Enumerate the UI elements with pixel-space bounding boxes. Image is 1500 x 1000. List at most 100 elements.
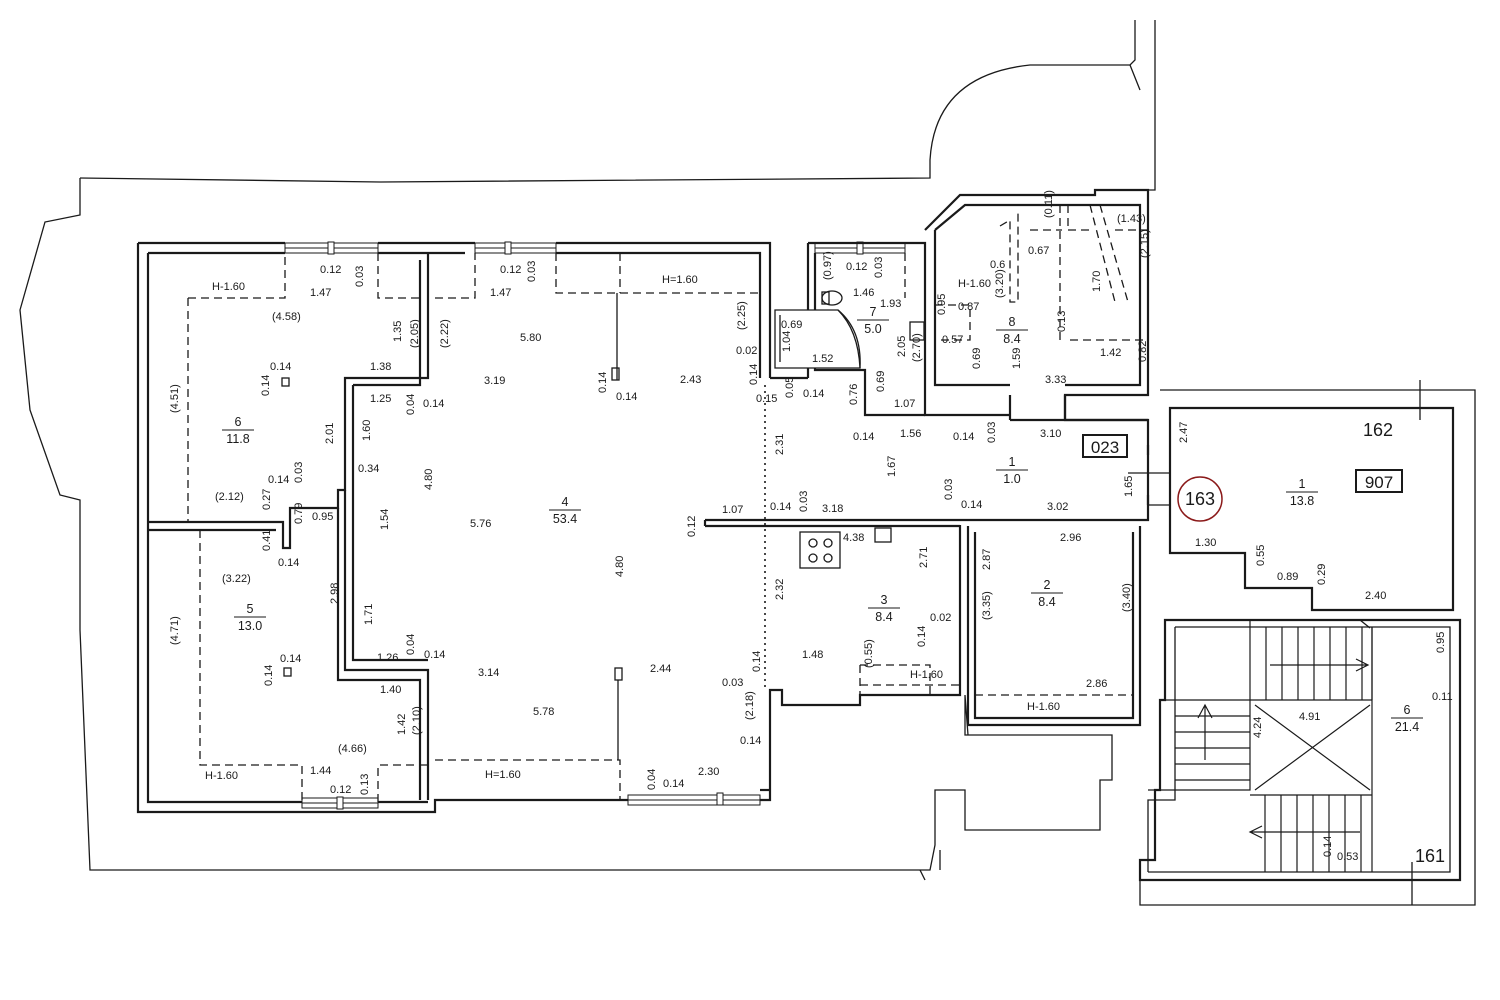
dimension-label: 1.25 [370, 393, 391, 405]
dimension-label: (3.22) [222, 573, 251, 585]
dimension-label: 0.14 [663, 778, 684, 790]
room-number: 5 [247, 602, 254, 616]
dimension-label: 4.91 [1299, 711, 1320, 723]
dimension-label: 2.31 [774, 434, 786, 455]
dimension-label: 0.89 [1277, 571, 1298, 583]
dimension-label: 0.95 [1435, 632, 1447, 653]
room-area: 13.8 [1290, 494, 1314, 508]
dimension-label: 0.14 [853, 431, 874, 443]
room-area: 8.4 [875, 610, 892, 624]
dimension-label: 0.14 [616, 391, 637, 403]
dimension-label: 1.54 [379, 509, 391, 530]
dimension-label: 0.82 [1137, 341, 1149, 362]
dimension-label: 1.42 [396, 714, 408, 735]
room-label-1b: 113.8 [1286, 477, 1318, 508]
dimension-label: 1.44 [310, 765, 331, 777]
dimension-label: 5.78 [533, 706, 554, 718]
dimension-label: (3.20) [994, 269, 1006, 298]
dimension-label: 0.03 [798, 491, 810, 512]
dimension-label: 0.05 [784, 377, 796, 398]
room-number: 1 [1009, 455, 1016, 469]
dimension-label: 0.79 [293, 503, 305, 524]
dimension-label: (3.40) [1121, 583, 1133, 612]
room-area: 53.4 [553, 512, 577, 526]
dimension-label: 4.80 [423, 469, 435, 490]
dimension-label: 0.14 [278, 557, 299, 569]
dimension-label: 0.6 [990, 259, 1005, 271]
dimension-label: 1.38 [370, 361, 391, 373]
dimension-label: 3.10 [1040, 428, 1061, 440]
dimension-label: 4.38 [843, 532, 864, 544]
room-label-1a: 11.0 [996, 455, 1028, 486]
dimension-label: 1.30 [1195, 537, 1216, 549]
dimension-label: (0.97) [822, 251, 834, 280]
marker-box-907 [1355, 469, 1403, 493]
dimension-label: 0.03 [526, 261, 538, 282]
dimension-label: 2.86 [1086, 678, 1107, 690]
dimension-label: 1.56 [900, 428, 921, 440]
dimension-label: 0.27 [261, 489, 273, 510]
dimension-label: 0.13 [359, 774, 371, 795]
dimension-label: 1.48 [802, 649, 823, 661]
dimension-label: (3.35) [981, 591, 993, 620]
dimension-label: 0.14 [916, 626, 928, 647]
dimension-label: (2.22) [439, 319, 451, 348]
marker-box-023-label: 023 [1091, 438, 1119, 457]
dimension-label: (0.55) [863, 639, 875, 668]
dimension-label: 0.03 [354, 266, 366, 287]
dimension-label: (4.58) [272, 311, 301, 323]
room-label-3: 38.4 [868, 593, 900, 624]
dimension-label: 1.35 [392, 321, 404, 342]
dimension-label: 4.80 [614, 556, 626, 577]
dimension-label: 0.15 [756, 393, 777, 405]
dimension-label: 0.14 [423, 398, 444, 410]
room-number: 7 [870, 305, 877, 319]
dimension-label: 0.14 [270, 361, 291, 373]
dimension-label: 0.14 [740, 735, 761, 747]
dimension-label: 0.55 [1255, 545, 1267, 566]
dimension-label: 0.14 [953, 431, 974, 443]
dimension-label: 1.59 [1011, 348, 1023, 369]
dimension-label: H-1.60 [205, 770, 238, 782]
dimension-label: 0.29 [1316, 564, 1328, 585]
room-area: 8.4 [1003, 332, 1020, 346]
dimension-label: 0.02 [736, 345, 757, 357]
dimension-label: 0.14 [280, 653, 301, 665]
dimension-label: 0.04 [646, 769, 658, 790]
dimension-label: 0.69 [781, 319, 802, 331]
dimension-label: 3.02 [1047, 501, 1068, 513]
dimension-label: 3.14 [478, 667, 499, 679]
room-label-5: 513.0 [234, 602, 266, 633]
dimension-label: 0.12 [846, 261, 867, 273]
room-number: 2 [1044, 578, 1051, 592]
room-area: 13.0 [238, 619, 262, 633]
dimension-label: 2.98 [329, 583, 341, 604]
dimension-label: H-1.60 [1027, 701, 1060, 713]
dimension-label: 0.95 [936, 294, 948, 315]
dimension-label: 0.67 [1028, 245, 1049, 257]
dimension-label: (2.18) [744, 691, 756, 720]
dimension-label: 1.40 [380, 684, 401, 696]
room-number: 6 [235, 415, 242, 429]
dimension-label: (4.66) [338, 743, 367, 755]
dimension-label: 1.42 [1100, 347, 1121, 359]
dimension-label: 0.12 [320, 264, 341, 276]
dimension-label: 1.52 [812, 353, 833, 365]
dimension-label: 0.04 [405, 394, 417, 415]
marker-circle-163-label: 163 [1185, 489, 1215, 509]
dimension-label: 2.87 [981, 549, 993, 570]
room-area: 8.4 [1038, 595, 1055, 609]
dimension-label: 2.44 [650, 663, 671, 675]
dimension-label: 0.03 [722, 677, 743, 689]
dimension-label: 2.71 [918, 547, 930, 568]
dimension-label: 2.32 [774, 579, 786, 600]
dimension-label: 2.30 [698, 766, 719, 778]
dimension-label: 1.93 [880, 298, 901, 310]
dimension-label: 0.14 [263, 665, 275, 686]
dimension-label: (4.51) [169, 384, 181, 413]
site-boundary [19, 20, 1156, 881]
dimension-label: 1.07 [894, 398, 915, 410]
dimension-label: (2.25) [736, 301, 748, 330]
